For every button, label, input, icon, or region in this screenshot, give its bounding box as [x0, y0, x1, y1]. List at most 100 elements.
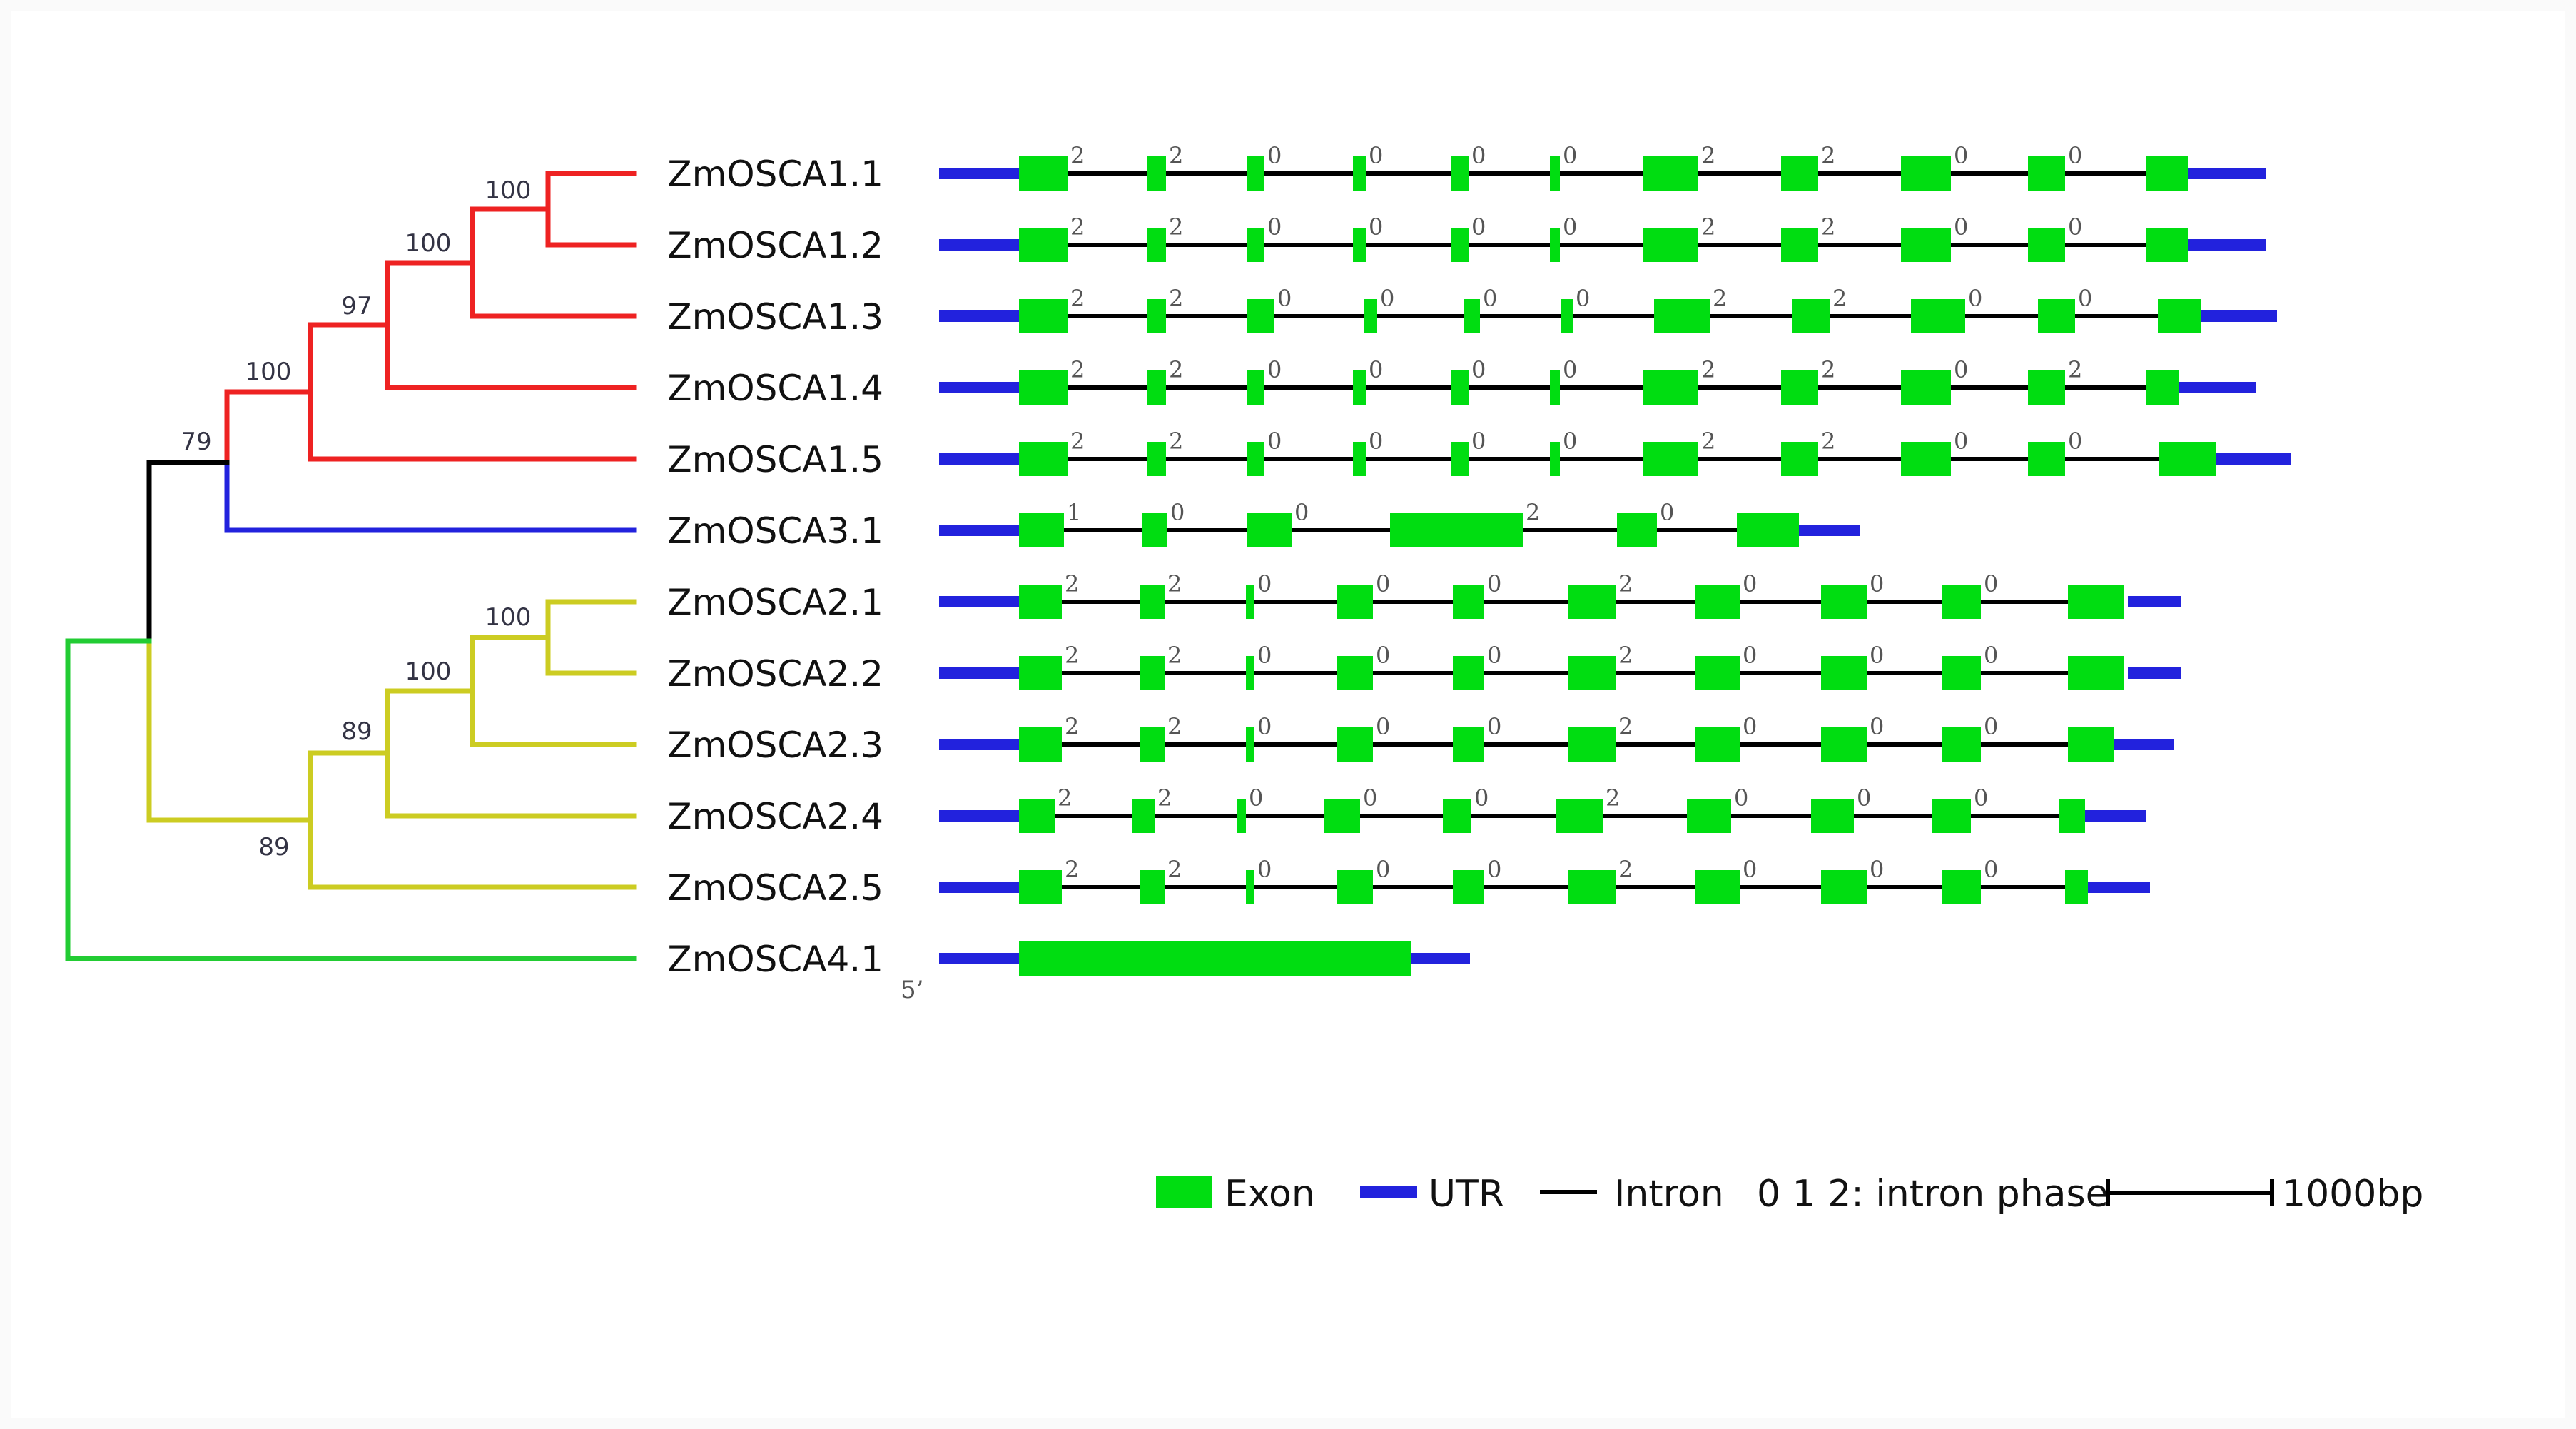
exon-block: [2065, 870, 2088, 904]
utr-3: [2128, 667, 2181, 679]
exon-block: [2038, 299, 2075, 333]
intron-phase-label: 0: [1369, 428, 1383, 455]
gene-label: ZmOSCA1.4: [667, 368, 883, 409]
exon-block: [1695, 870, 1740, 904]
gene-label: ZmOSCA1.3: [667, 296, 883, 338]
exon-block: [1695, 727, 1740, 762]
exon-block: [1019, 870, 1062, 904]
exon-block: [1453, 727, 1484, 762]
exon-block: [2028, 370, 2065, 405]
intron-phase-label: 2: [1169, 285, 1183, 312]
tree-panel: [40, 120, 701, 989]
branch-osca3: [224, 463, 637, 533]
utr-3: [2181, 239, 2266, 251]
legend-exon-label: Exon: [1224, 1173, 1315, 1216]
exon-block: [1147, 370, 1166, 405]
exon-block: [1019, 228, 1068, 262]
legend: Exon UTR Intron 0 1 2: intron phase 1000…: [1156, 1173, 2423, 1216]
intron-phase-label: 0: [1563, 213, 1577, 241]
exon-block: [1019, 727, 1062, 762]
utr-3: [2202, 453, 2291, 465]
exon-block: [1247, 156, 1264, 191]
intron-phase-label: 0: [1954, 213, 1968, 241]
exon-block: [1568, 727, 1616, 762]
utr-3: [1410, 953, 1470, 964]
exon-block: [1556, 799, 1603, 833]
intron-phase-label: 0: [1257, 570, 1272, 597]
exon-block: [1821, 585, 1867, 619]
intron-phase-label: 2: [1070, 356, 1085, 383]
intron-phase-label: 0: [1294, 499, 1309, 526]
intron-phase-label: 0: [1576, 285, 1590, 312]
exon-block: [1901, 228, 1951, 262]
utr-5: [939, 525, 1019, 536]
intron-phase-label: 2: [1065, 713, 1079, 740]
exon-block: [1353, 228, 1366, 262]
intron-phase-label: 2: [1701, 213, 1715, 241]
exon-block: [1019, 156, 1068, 191]
intron-phase-label: 2: [2068, 356, 2082, 383]
intron-phase-label: 0: [2068, 428, 2082, 455]
intron-phase-label: 2: [1701, 142, 1715, 169]
branch-osca4: [65, 638, 637, 961]
intron-phase-label: 2: [1070, 428, 1085, 455]
bootstrap-label: 100: [485, 603, 532, 632]
intron-phase-label: 0: [1870, 713, 1884, 740]
legend-exon-swatch: [1156, 1176, 1212, 1208]
intron-phase-label: 0: [1734, 784, 1748, 812]
intron-phase-label: 0: [1870, 856, 1884, 883]
exon-block: [1247, 299, 1274, 333]
gene-label: ZmOSCA1.1: [667, 153, 883, 195]
exon-block: [1247, 370, 1264, 405]
intron-phase-label: 2: [1167, 713, 1182, 740]
utr-5: [939, 310, 1019, 322]
utr-3: [2181, 168, 2266, 179]
legend-intron-swatch: [1540, 1190, 1597, 1194]
intron-phase-label: 1: [1067, 499, 1081, 526]
bootstrap-label: 89: [341, 717, 372, 746]
exon-block: [1132, 799, 1155, 833]
utr-3: [2111, 739, 2174, 750]
intron-phase-label: 0: [1257, 642, 1272, 669]
exon-block: [1781, 156, 1818, 191]
intron-phase-label: 2: [1070, 213, 1085, 241]
branch-osca2-stem: [146, 638, 313, 823]
exon-block: [1019, 941, 1411, 976]
exon-block: [1568, 585, 1616, 619]
exon-block: [1901, 156, 1951, 191]
exon-block: [1464, 299, 1480, 333]
intron-phase-label: 0: [1483, 285, 1497, 312]
utr-5: [939, 882, 1019, 893]
intron-phase-label: 2: [1618, 570, 1633, 597]
intron-phase-label: 2: [1169, 356, 1183, 383]
five-prime-label: 5’: [901, 976, 923, 1004]
intron-phase-label: 0: [1857, 784, 1871, 812]
utr-5: [939, 382, 1019, 393]
exon-block: [1147, 299, 1166, 333]
intron-line: [1019, 314, 2201, 318]
intron-phase-label: 2: [1065, 570, 1079, 597]
exon-block: [1246, 585, 1254, 619]
intron-phase-label: 0: [1380, 285, 1394, 312]
utr-3: [1795, 525, 1860, 536]
intron-phase-label: 0: [1369, 142, 1383, 169]
exon-block: [1451, 442, 1469, 476]
intron-phase-label: 2: [1701, 428, 1715, 455]
exon-block: [1247, 442, 1264, 476]
intron-phase-label: 0: [1984, 570, 1998, 597]
exon-block: [1337, 656, 1373, 690]
exon-block: [1781, 228, 1818, 262]
intron-phase-label: 2: [1169, 142, 1183, 169]
exon-block: [1337, 870, 1373, 904]
exon-block: [1019, 513, 1064, 547]
exon-block: [1140, 585, 1165, 619]
exon-block: [1550, 442, 1560, 476]
intron-phase-label: 2: [1821, 356, 1835, 383]
exon-block: [1140, 870, 1165, 904]
gene-structure-row: [939, 941, 1470, 976]
intron-phase-label: 0: [1954, 142, 1968, 169]
utr-5: [939, 739, 1019, 750]
intron-line: [1019, 457, 2216, 461]
intron-phase-label: 2: [1606, 784, 1620, 812]
